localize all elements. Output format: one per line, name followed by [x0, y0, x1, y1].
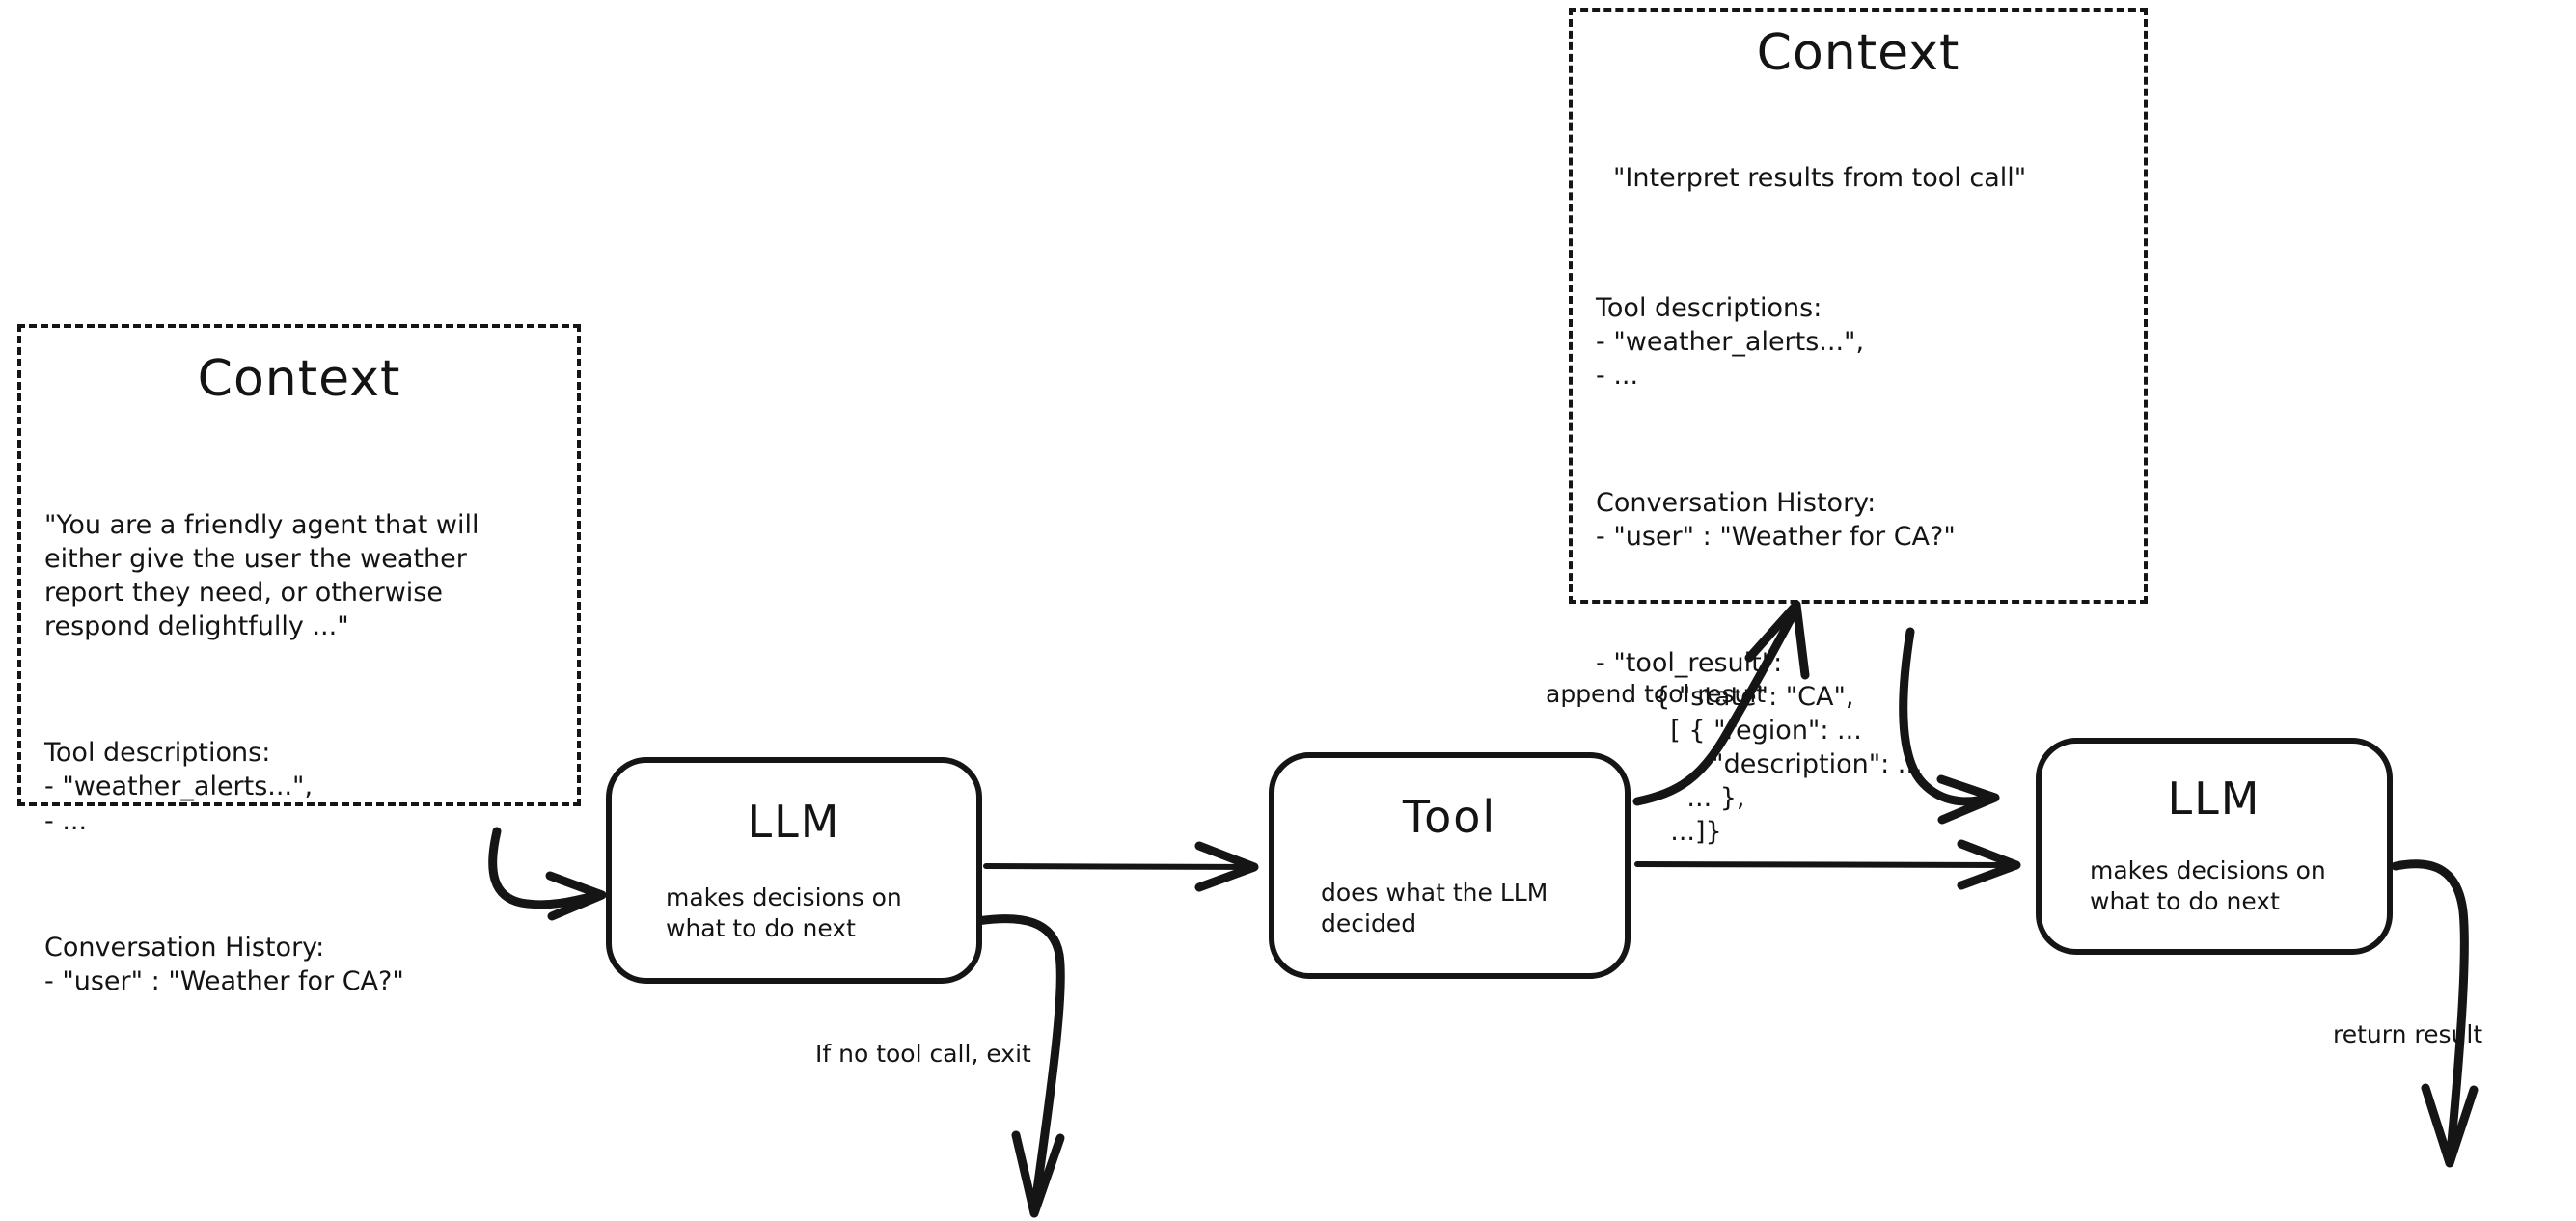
node-tool[interactable]: Tool does what the LLM decided: [1269, 752, 1631, 979]
arrow-llm1-exit: [973, 914, 1065, 1218]
context-right-tool-result: - "tool_result": { "state": "CA", [ { "r…: [1596, 647, 1923, 848]
edge-label-return-result: return result: [2333, 1020, 2483, 1048]
node-llm-second-title: LLM: [2167, 773, 2261, 825]
arrow-tool-to-context: [1632, 600, 1810, 806]
edge-label-if-no-tool-call-exit: If no tool call, exit: [815, 1040, 1031, 1068]
context-right-title: Context: [1756, 24, 1960, 82]
arrow-context-to-llm1: [488, 827, 607, 921]
context-right-tool-descriptions: Tool descriptions: - "weather_alerts..."…: [1596, 293, 1865, 392]
node-llm-first-subtitle: makes decisions on what to do next: [666, 883, 902, 942]
context-right-conversation-history: Conversation History: - "user" : "Weathe…: [1596, 487, 1956, 552]
context-left-body: "You are a friendly agent that will eith…: [44, 441, 546, 1067]
node-llm-second[interactable]: LLM makes decisions on what to do next: [2036, 738, 2393, 955]
node-llm-second-subtitle: makes decisions on what to do next: [2090, 856, 2326, 915]
context-right-system-prompt: "Interpret results from tool call": [1613, 162, 2027, 193]
node-tool-title: Tool: [1402, 791, 1497, 843]
arrow-context-to-llm2: [1899, 627, 2000, 825]
context-left-conversation-history: Conversation History: - "user" : "Weathe…: [44, 932, 404, 996]
arrow-llm2-return: [2391, 859, 2479, 1168]
node-llm-first-title: LLM: [747, 796, 841, 848]
context-box-right: Context "Interpret results from tool cal…: [1569, 8, 2148, 847]
context-left-title: Context: [197, 350, 401, 408]
context-left-system-prompt: "You are a friendly agent that will eith…: [44, 509, 480, 642]
edge-label-append-tool-result: append tool result: [1546, 680, 1767, 708]
arrow-llm1-to-tool: [983, 841, 1259, 892]
context-box-left: Context "You are a friendly agent that w…: [17, 324, 581, 996]
context-right-body: "Interpret results from tool call" Tool …: [1596, 94, 2132, 917]
node-llm-first[interactable]: LLM makes decisions on what to do next: [606, 757, 982, 984]
node-tool-subtitle: does what the LLM decided: [1321, 879, 1548, 937]
context-left-tool-descriptions: Tool descriptions: - "weather_alerts..."…: [44, 738, 314, 836]
arrow-tool-to-llm2: [1634, 839, 2021, 890]
